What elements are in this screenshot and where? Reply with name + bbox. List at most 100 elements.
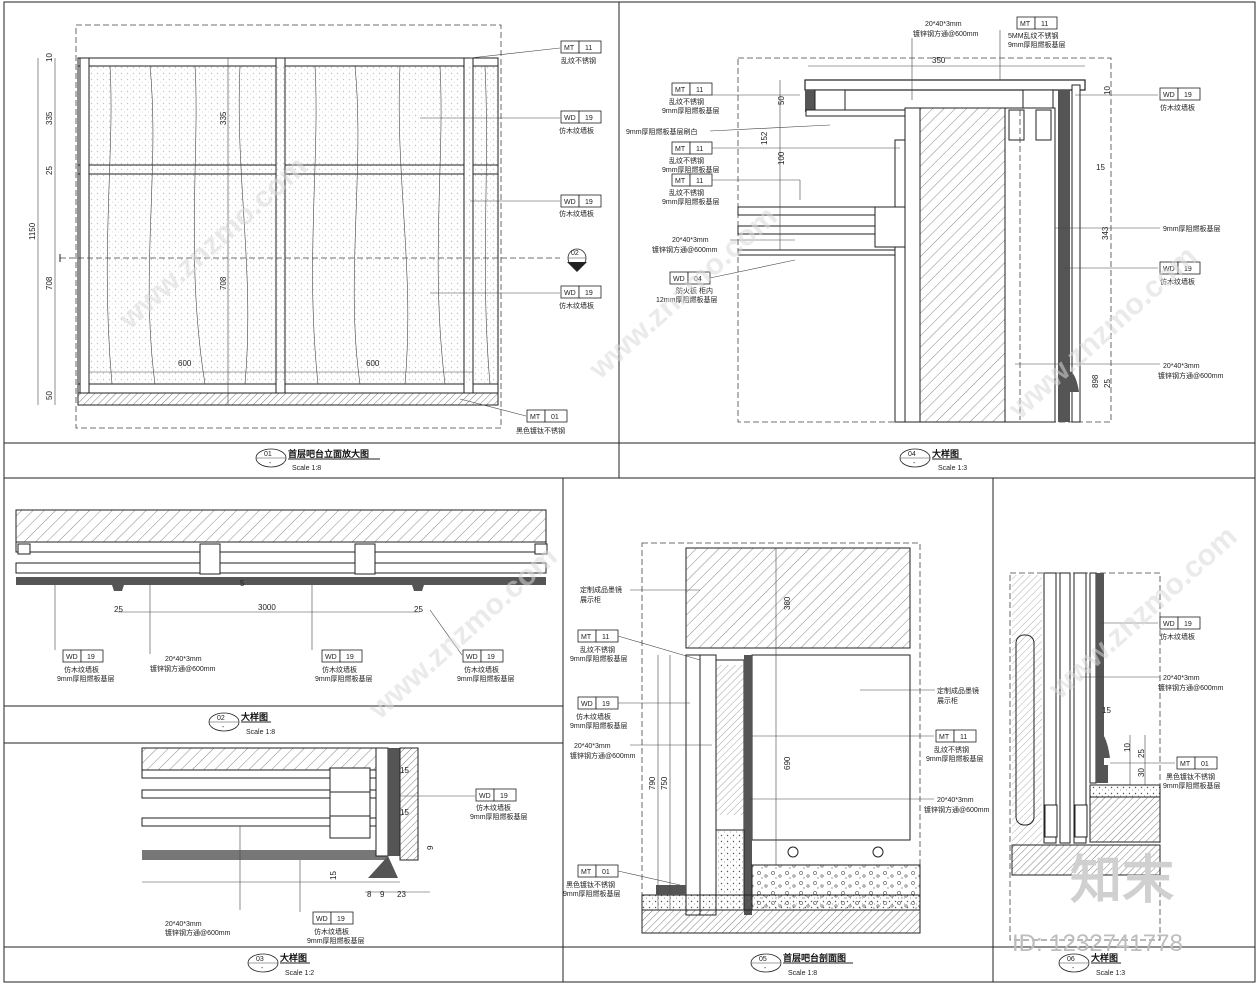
panel-06-dims: 15 25 30 10 <box>1102 706 1146 777</box>
svg-text:WD: WD <box>1163 92 1175 99</box>
svg-text:12mm厚阻燃板基层: 12mm厚阻燃板基层 <box>656 295 717 304</box>
svg-text:11: 11 <box>696 178 703 185</box>
panel-01-elevation <box>37 24 560 429</box>
svg-text:9: 9 <box>426 845 435 850</box>
id-text: ID: 1232741778 <box>1012 930 1183 957</box>
svg-text:9mm厚阻燃板基层: 9mm厚阻燃板基层 <box>307 936 365 945</box>
svg-text:展示柜: 展示柜 <box>937 696 958 705</box>
svg-text:大样图: 大样图 <box>932 448 959 459</box>
svg-text:20*40*3mm: 20*40*3mm <box>937 797 974 804</box>
svg-text:01: 01 <box>264 451 272 458</box>
svg-text:-: - <box>764 965 767 972</box>
title-03: 03 - 大样图 Scale 1:2 <box>247 952 314 977</box>
svg-text:9mm厚阻燃板基层: 9mm厚阻燃板基层 <box>315 674 373 683</box>
svg-text:WD: WD <box>466 654 478 661</box>
svg-text:01: 01 <box>551 414 559 421</box>
svg-text:15: 15 <box>1102 706 1111 715</box>
panel-05-dims: 380 750 790 690 <box>648 596 792 790</box>
svg-text:19: 19 <box>346 654 354 661</box>
svg-text:20*40*3mm: 20*40*3mm <box>165 656 202 663</box>
svg-text:06: 06 <box>1067 956 1075 963</box>
title-02: 02 - 大样图 Scale 1:8 <box>208 711 275 736</box>
panel-06-detail <box>1009 572 1161 941</box>
svg-text:9mm厚阻燃板基层: 9mm厚阻燃板基层 <box>563 889 621 898</box>
dim-mid-335: 335 <box>219 111 228 125</box>
svg-text:790: 790 <box>648 776 657 790</box>
svg-text:9mm厚阻燃板基层: 9mm厚阻燃板基层 <box>1163 781 1221 790</box>
svg-text:WD: WD <box>1163 621 1175 628</box>
svg-text:11: 11 <box>1041 21 1048 28</box>
svg-text:大样图: 大样图 <box>241 711 268 722</box>
svg-text:WD: WD <box>479 793 491 800</box>
svg-text:仿木纹墙板: 仿木纹墙板 <box>576 712 611 721</box>
dim-mid-708: 708 <box>219 276 228 290</box>
svg-text:镀锌钢方通@600mm: 镀锌钢方通@600mm <box>570 751 636 760</box>
svg-text:大样图: 大样图 <box>280 952 307 963</box>
svg-text:黑色镀钛不锈钢: 黑色镀钛不锈钢 <box>566 880 615 889</box>
svg-text:仿木纹墙板: 仿木纹墙板 <box>1160 277 1195 286</box>
svg-text:仿木纹墙板: 仿木纹墙板 <box>64 665 99 674</box>
svg-text:-: - <box>222 724 225 731</box>
svg-text:20*40*3mm: 20*40*3mm <box>1163 675 1200 682</box>
svg-text:9mm厚阻燃板基层: 9mm厚阻燃板基层 <box>570 721 628 730</box>
svg-text:定制成品墨镜: 定制成品墨镜 <box>937 686 979 695</box>
brand-mark: 知末 <box>1070 852 1174 910</box>
svg-text:镀锌钢方通@600mm: 镀锌钢方通@600mm <box>1158 371 1224 380</box>
svg-text:20*40*3mm: 20*40*3mm <box>165 921 202 928</box>
svg-text:25: 25 <box>1137 749 1146 758</box>
svg-text:05: 05 <box>759 956 767 963</box>
svg-text:04: 04 <box>694 276 702 283</box>
svg-text:380: 380 <box>783 596 792 610</box>
svg-text:11: 11 <box>602 634 609 641</box>
svg-text:定制成品墨镜: 定制成品墨镜 <box>580 585 622 594</box>
svg-text:350: 350 <box>932 56 946 65</box>
svg-text:仿木纹墙板: 仿木纹墙板 <box>1160 632 1195 641</box>
dim-1150: 1150 <box>28 222 37 240</box>
svg-text:仿木纹墙板: 仿木纹墙板 <box>1160 103 1195 112</box>
svg-text:9mm厚阻燃板基层刷白: 9mm厚阻燃板基层刷白 <box>626 127 698 136</box>
svg-text:19: 19 <box>1184 266 1192 273</box>
panel-03-dims: 15 15 15 9 8 9 23 <box>329 766 435 899</box>
title-06: 06 - 大样图 Scale 1:3 <box>1058 952 1125 977</box>
svg-text:-: - <box>261 965 264 972</box>
svg-text:WD: WD <box>66 654 78 661</box>
panel-02-detail <box>15 509 548 613</box>
panel-02-dims: 3000 25 25 5 <box>114 579 423 614</box>
svg-text:镀锌钢方通@600mm: 镀锌钢方通@600mm <box>652 245 718 254</box>
svg-text:MT: MT <box>530 414 541 421</box>
svg-text:30: 30 <box>1137 768 1146 777</box>
svg-text:02: 02 <box>571 250 579 257</box>
svg-text:100: 100 <box>777 151 786 165</box>
svg-text:MT: MT <box>581 634 592 641</box>
panel-03-detail <box>141 747 430 893</box>
svg-text:19: 19 <box>585 115 593 122</box>
svg-text:Scale 1:2: Scale 1:2 <box>285 970 314 977</box>
svg-text:343: 343 <box>1101 226 1110 240</box>
svg-text:9mm厚阻燃板基层: 9mm厚阻燃板基层 <box>457 674 515 683</box>
svg-text:仿木纹墙板: 仿木纹墙板 <box>559 126 594 135</box>
svg-text:WD: WD <box>673 276 685 283</box>
svg-text:镀锌钢方通@600mm: 镀锌钢方通@600mm <box>1158 683 1224 692</box>
panel-04-dims: 350 50 152 100 15 343 25 898 10 <box>760 56 1112 388</box>
title-01: 01 - 首层吧台立面放大图 Scale 1:8 <box>255 448 380 472</box>
svg-text:WD: WD <box>316 916 328 923</box>
svg-text:20*40*3mm: 20*40*3mm <box>925 21 962 28</box>
svg-text:15: 15 <box>329 871 338 880</box>
svg-text:19: 19 <box>602 701 610 708</box>
svg-text:展示柜: 展示柜 <box>580 595 601 604</box>
svg-text:19: 19 <box>585 199 593 206</box>
svg-text:690: 690 <box>783 756 792 770</box>
svg-text:黑色镀钛不锈钢: 黑色镀钛不锈钢 <box>1166 772 1215 781</box>
svg-text:Scale 1:8: Scale 1:8 <box>788 970 817 977</box>
svg-text:15: 15 <box>1096 163 1105 172</box>
svg-text:9mm厚阻燃板基层: 9mm厚阻燃板基层 <box>662 165 720 174</box>
svg-text:WD: WD <box>564 115 576 122</box>
svg-text:黑色镀钛不锈钢: 黑色镀钛不锈钢 <box>516 426 565 435</box>
svg-text:MT: MT <box>675 146 686 153</box>
svg-text:镀锌钢方通@600mm: 镀锌钢方通@600mm <box>913 29 979 38</box>
svg-text:WD: WD <box>1163 266 1175 273</box>
